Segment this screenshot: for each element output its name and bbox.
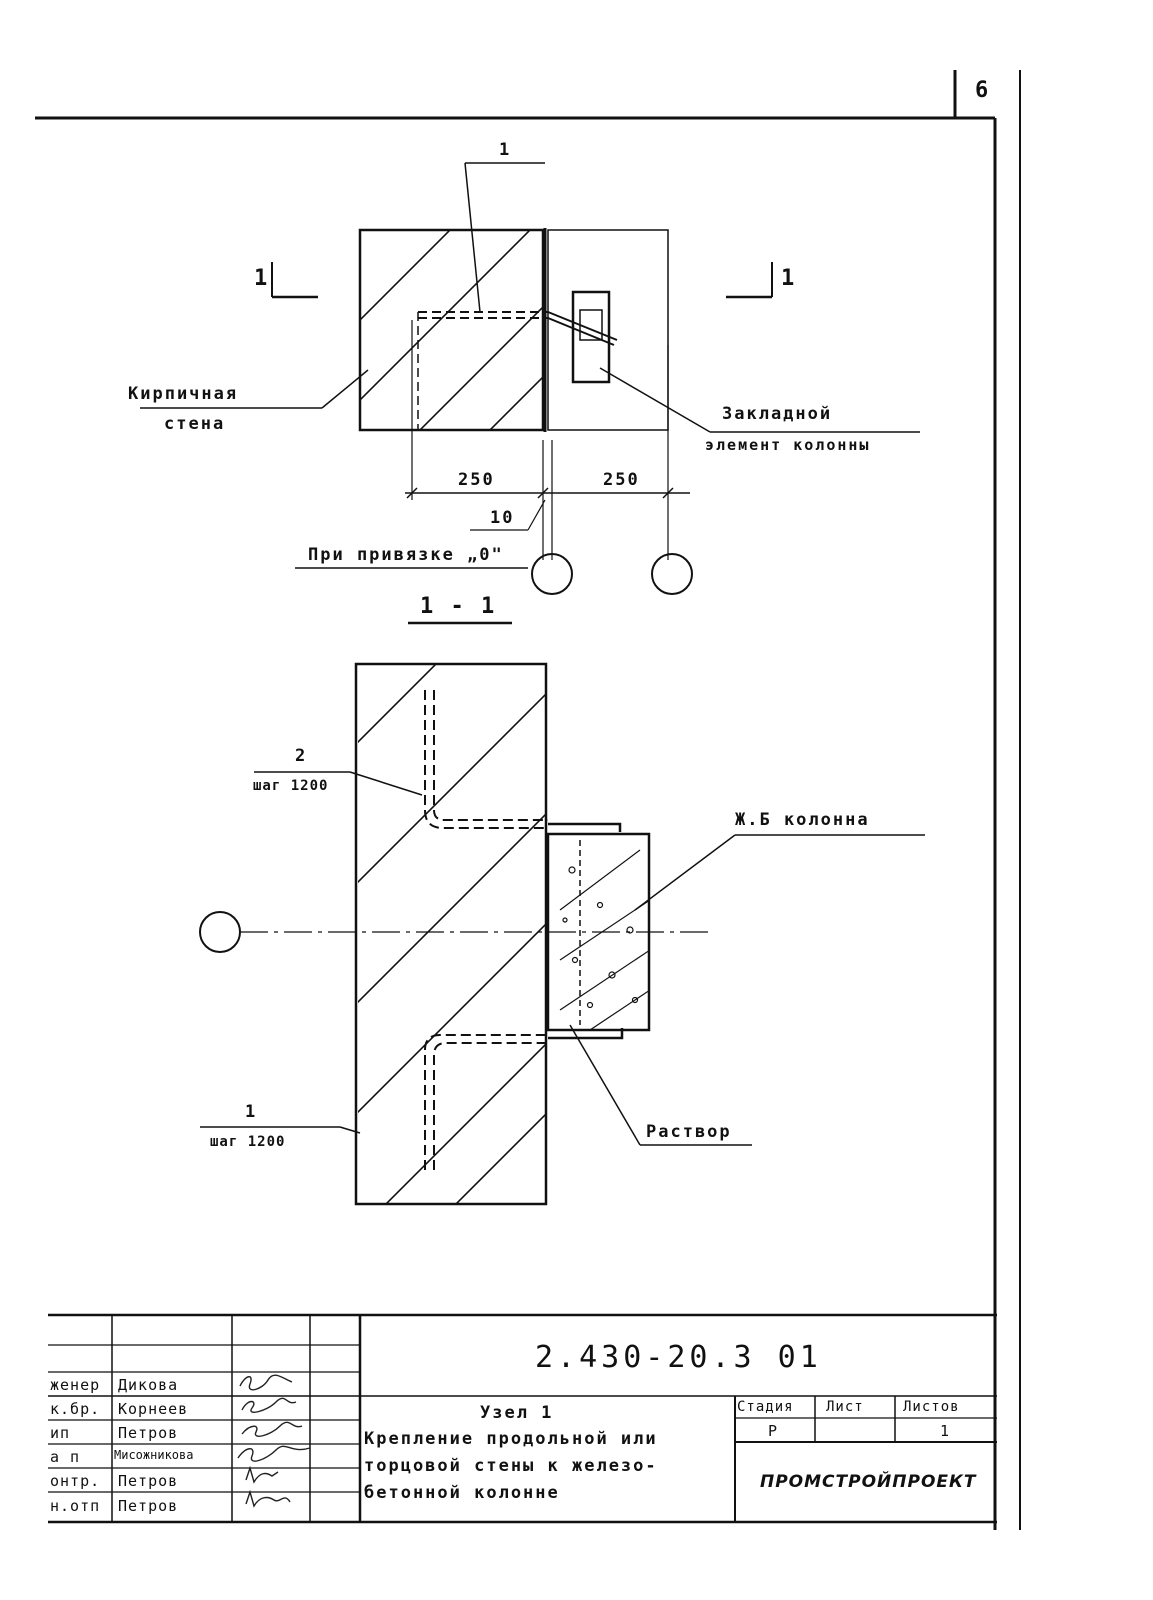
brick-wall-plan <box>358 228 545 432</box>
column-plan <box>547 229 669 431</box>
sheets-header: Листов <box>903 1399 960 1415</box>
stage-value: Р <box>768 1422 779 1440</box>
section-mark-right: 1 <box>781 266 797 291</box>
sheet-frame <box>35 70 1021 1530</box>
role-brigadier: к.бр. <box>50 1400 101 1418</box>
title-block-frame <box>48 1313 997 1524</box>
section-mark-left: 1 <box>254 266 270 291</box>
description-line-1: Крепление продольной или <box>364 1429 658 1449</box>
anchor-2-number: 2 <box>295 746 308 766</box>
axis-marker-1 <box>531 553 573 595</box>
dimension-right: 250 <box>603 470 640 490</box>
document-code: 2.430-20.3 01 <box>535 1340 822 1375</box>
name-1: Дикова <box>118 1376 179 1394</box>
anchor-2-step: шаг 1200 <box>253 778 329 794</box>
handwritten-signatures <box>237 1374 311 1508</box>
brick-wall-label-2: стена <box>164 414 226 434</box>
description-line-3: бетонной колонне <box>364 1483 560 1503</box>
description-line-2: торцовой стены к железо- <box>364 1456 658 1476</box>
brick-wall-section <box>354 662 548 1206</box>
binding-note: При привязке „0" <box>308 545 504 565</box>
anchor-1-step: шаг 1200 <box>210 1134 286 1150</box>
embedded-element-plan <box>571 290 611 384</box>
sheet-header: Лист <box>826 1399 864 1415</box>
name-5: Петров <box>118 1472 179 1490</box>
dimension-gap: 10 <box>490 508 515 528</box>
plan-view <box>140 162 920 595</box>
role-engineer: женер <box>50 1376 101 1394</box>
name-3: Петров <box>118 1424 179 1442</box>
embedded-label-1: Закладной <box>722 404 833 424</box>
section-title: 1 - 1 <box>420 594 497 619</box>
axis-marker-2 <box>651 553 693 595</box>
role-control: онтр. <box>50 1472 101 1490</box>
dimension-left: 250 <box>458 470 495 490</box>
node-title: Узел 1 <box>480 1403 554 1423</box>
sheet-number: 6 <box>975 78 989 103</box>
name-2: Корнеев <box>118 1400 189 1418</box>
sheets-value: 1 <box>940 1422 951 1440</box>
organization-name: ПРОМСТРОЙПРОЕКТ <box>760 1472 977 1492</box>
name-6: Петров <box>118 1497 179 1515</box>
role-gip: ип <box>50 1424 71 1442</box>
mortar-label: Раствор <box>646 1122 732 1142</box>
stage-header: Стадия <box>737 1399 794 1415</box>
section-view <box>199 621 925 1206</box>
role-head-dept: н.отп <box>50 1497 101 1515</box>
anchor-1-number: 1 <box>245 1102 258 1122</box>
column-label: Ж.Б колонна <box>735 810 870 830</box>
name-4: Мисожникова <box>114 1448 194 1462</box>
brick-wall-label-1: Кирпичная <box>128 384 239 404</box>
role-gap: а п <box>50 1448 81 1466</box>
embedded-label-2: элемент колонны <box>705 436 871 454</box>
callout-1-top: 1 <box>499 140 512 160</box>
axis-marker-section <box>199 911 241 953</box>
